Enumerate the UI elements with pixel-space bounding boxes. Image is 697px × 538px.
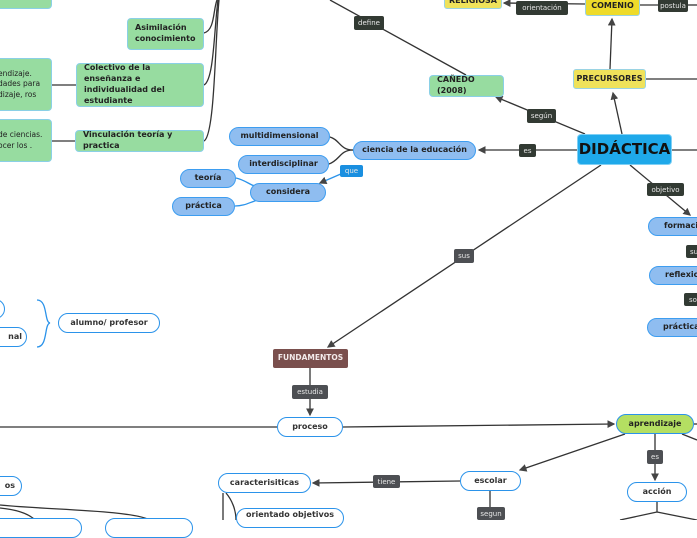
label-su: su — [686, 245, 697, 258]
partial-green-node-top[interactable] — [0, 0, 52, 9]
node-canedo[interactable]: CAÑEDO (2008) — [429, 75, 504, 97]
label-sus: sus — [454, 249, 474, 263]
label-es-2: es — [647, 450, 663, 464]
node-religiosa[interactable]: RELIGIOSA — [444, 0, 502, 9]
node-alumno-profesor[interactable]: alumno/ profesor — [58, 313, 160, 333]
node-caracteristicas[interactable]: caracterisiticas — [218, 473, 311, 493]
node-fundamentos[interactable]: FUNDAMENTOS — [273, 349, 348, 368]
node-ciencia-educacion[interactable]: ciencia de la educación — [353, 141, 476, 160]
label-segun-2: segun — [477, 507, 505, 520]
label-segun: según — [527, 109, 556, 123]
node-aprendizaje[interactable]: aprendizaje — [616, 414, 694, 434]
node-comenio[interactable]: COMENIO — [585, 0, 640, 16]
node-proceso[interactable]: proceso — [277, 417, 343, 437]
node-teoria[interactable]: teoría — [180, 169, 236, 188]
label-que: que — [340, 165, 363, 177]
label-postula: postula — [658, 0, 688, 12]
partial-node-bottom-2[interactable] — [105, 518, 193, 538]
label-es: es — [519, 144, 536, 157]
node-interdisciplinar[interactable]: interdisciplinar — [238, 155, 329, 174]
label-tiene: tiene — [373, 475, 400, 488]
node-precursores[interactable]: PRECURSORES — [573, 69, 646, 89]
partial-node-ciencias[interactable]: de ciencias. ocer los . — [0, 119, 52, 162]
node-didactica[interactable]: DIDÁCTICA — [577, 134, 672, 165]
node-vinculacion[interactable]: Vinculación teoría y practica — [75, 130, 204, 152]
node-formacion[interactable]: formación — [648, 217, 697, 236]
partial-node-bottom-1[interactable] — [0, 518, 82, 538]
label-so: so — [684, 293, 697, 306]
partial-node-nal[interactable]: nal — [0, 327, 27, 347]
node-practica-2[interactable]: práctica — [647, 318, 697, 337]
node-colectivo[interactable]: Colectivo de la enseñanza e individualid… — [76, 63, 204, 107]
node-multidimensional[interactable]: multidimensional — [229, 127, 330, 146]
node-asimilacion[interactable]: Asimilación conocimiento — [127, 18, 204, 50]
label-orientacion: orientación — [516, 1, 568, 15]
node-escolar[interactable]: escolar — [460, 471, 521, 491]
node-considera[interactable]: considera — [250, 183, 326, 202]
partial-node-os[interactable]: os — [0, 476, 22, 496]
partial-node-aprendizaje[interactable]: endizaje. dades para dizaje, ros — [0, 58, 52, 111]
node-reflexion[interactable]: reflexion — [649, 266, 697, 285]
node-accion[interactable]: acción — [627, 482, 687, 502]
label-objetivo: objetivo — [647, 183, 684, 196]
label-estudia: estudia — [292, 385, 328, 399]
node-practica[interactable]: práctica — [172, 197, 235, 216]
label-define: define — [354, 16, 384, 30]
node-orientado-objetivos[interactable]: orientado objetivos — [236, 508, 344, 528]
